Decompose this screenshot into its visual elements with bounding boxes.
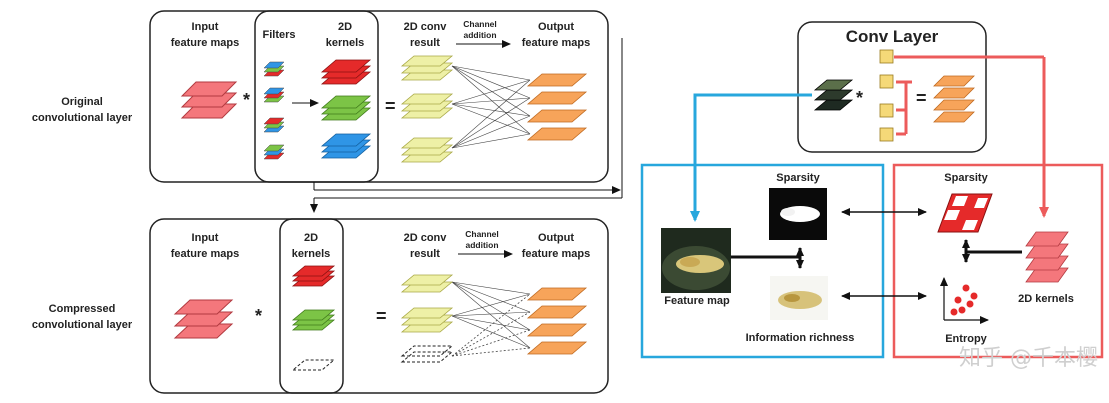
top-panel: Original convolutional layer Input featu… (32, 10, 609, 183)
conv-layer-equals: = (916, 88, 927, 108)
bottom-kernels-group-frame (279, 218, 344, 394)
panel-connectors (310, 38, 623, 213)
top-green-kernels (320, 95, 372, 121)
bottom-output-label-line2: feature maps (522, 248, 590, 260)
kernel-sparsity-icon (937, 193, 993, 233)
right-2d-kernels-stack (1025, 231, 1069, 283)
bottom-kernels-label-line1: 2D (304, 232, 318, 244)
bottom-conv-label-line2: result (410, 248, 440, 260)
bottom-red-kernels (291, 265, 336, 287)
watermark: 知乎 @千本樱 (959, 346, 1098, 371)
feature-analysis-box (640, 163, 885, 359)
top-star-symbol: * (243, 90, 250, 110)
conv-layer-title: Conv Layer (846, 27, 939, 46)
top-kernels-label-line2: kernels (326, 37, 365, 49)
top-conv-results (400, 55, 454, 163)
bottom-channel-label-line2: addition (465, 240, 498, 250)
top-panel-frame (149, 10, 609, 183)
top-row-label-line1: Original (61, 96, 103, 108)
top-conv-label-line2: result (410, 37, 440, 49)
bottom-channel-label-line1: Channel (465, 229, 499, 239)
kernel-path-arrow (894, 55, 1049, 218)
bottom-panel-frame (149, 218, 609, 394)
top-output-label-line2: feature maps (522, 37, 590, 49)
top-input-label-line1: Input (192, 21, 219, 33)
kernels-2d-label: 2D kernels (1018, 293, 1074, 305)
info-richness-label: Information richness (746, 332, 855, 344)
top-channel-label-line2: addition (463, 30, 496, 40)
bottom-equals-symbol: = (376, 306, 387, 326)
top-output-feature-maps (526, 73, 588, 141)
top-conv-label-line1: 2D conv (404, 21, 448, 33)
conv-layer-feature-maps (813, 79, 854, 111)
top-filters-group-frame (254, 10, 379, 183)
entropy-scatter-icon (940, 277, 989, 324)
bottom-input-label-line2: feature maps (171, 248, 239, 260)
info-richness-image (770, 276, 828, 320)
bottom-conv-label-line1: 2D conv (404, 232, 448, 244)
top-filters-label: Filters (262, 29, 295, 41)
conv-layer-star: * (856, 88, 863, 108)
kernel-analysis-box (892, 163, 1104, 359)
bottom-kernels-label-line2: kernels (292, 248, 331, 260)
conv-layer-output-maps (933, 75, 975, 123)
bottom-input-feature-maps (173, 299, 234, 339)
bottom-conv-results (400, 274, 454, 333)
feature-path-arrow (690, 93, 812, 222)
bottom-star-symbol: * (255, 306, 262, 326)
top-input-label-line2: feature maps (171, 37, 239, 49)
bottom-output-label-line1: Output (538, 232, 574, 244)
entropy-label: Entropy (945, 333, 987, 345)
top-filters-stack (263, 61, 285, 160)
conv-layer-filter-cubes (879, 49, 894, 142)
bottom-green-kernels (291, 309, 336, 331)
bottom-output-feature-maps (526, 287, 588, 355)
top-kernels-label-line1: 2D (338, 21, 352, 33)
top-output-label-line1: Output (538, 21, 574, 33)
top-channel-connections (451, 65, 531, 149)
feature-map-label: Feature map (664, 295, 730, 307)
top-row-label-line2: convolutional layer (32, 112, 133, 124)
sparsity-right-label: Sparsity (944, 172, 988, 184)
right-panel: Conv Layer * = (640, 21, 1104, 359)
bottom-pruned-connections (451, 293, 531, 357)
bottom-input-label-line1: Input (192, 232, 219, 244)
bottom-row-label-line1: Compressed (49, 303, 116, 315)
top-equals-symbol: = (385, 96, 396, 116)
bottom-channel-connections (451, 281, 531, 349)
top-input-feature-maps (180, 81, 238, 119)
bottom-row-label-line2: convolutional layer (32, 319, 133, 331)
conv-layer-box (797, 21, 987, 153)
top-red-kernels (320, 59, 372, 85)
top-channel-label-line1: Channel (463, 19, 497, 29)
feature-map-image (661, 228, 731, 293)
bottom-pruned-kernel (291, 359, 336, 371)
sparsity-left-label: Sparsity (776, 172, 820, 184)
bottom-panel: Compressed convolutional layer Input fea… (32, 218, 609, 394)
bottom-pruned-conv-results (400, 345, 454, 363)
sparsity-mask-image (769, 188, 827, 240)
top-blue-kernels (320, 133, 372, 159)
